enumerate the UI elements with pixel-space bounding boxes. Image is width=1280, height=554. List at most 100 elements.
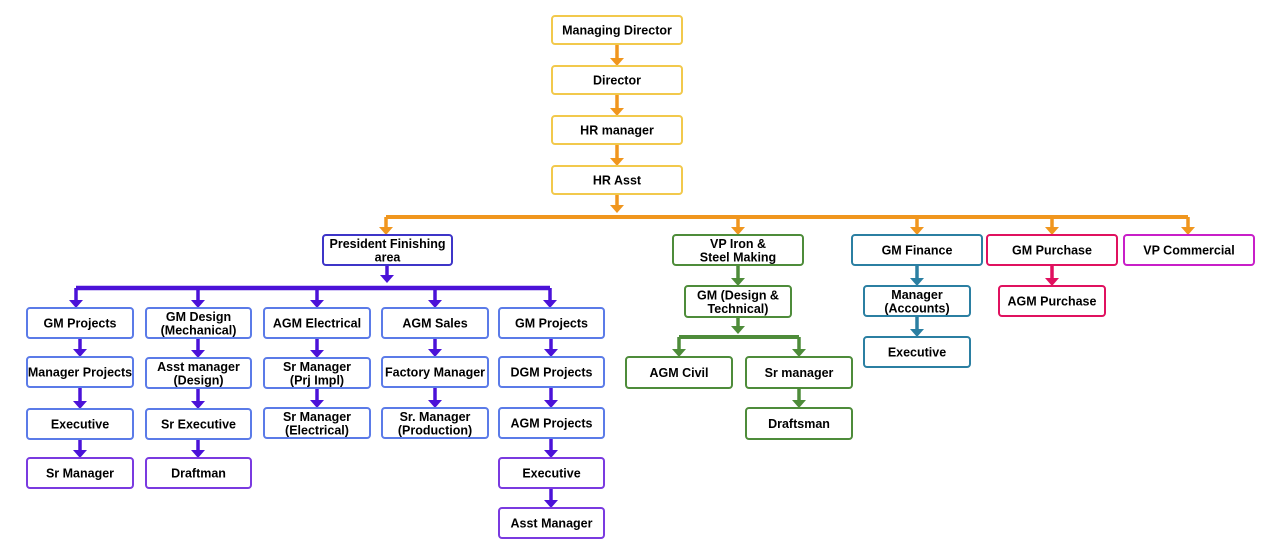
- node-box: [498, 507, 605, 539]
- node-box: [745, 407, 853, 440]
- node-box: [145, 457, 252, 489]
- connector-purple-drop-3-arrowhead: [310, 300, 324, 308]
- connector-bus-vp-commercial-arrowhead: [1181, 227, 1195, 235]
- node-label: Steel Making: [700, 250, 776, 264]
- node-box: [551, 15, 683, 45]
- node-label: Manager: [891, 288, 943, 302]
- node-box: [863, 336, 971, 368]
- node-label: Sr Manager: [283, 360, 351, 374]
- connector-hr-manager-hr-asst-arrowhead: [610, 158, 624, 166]
- node-label: VP Commercial: [1143, 244, 1234, 258]
- node-label: (Prj Impl): [290, 373, 344, 387]
- node-label: GM (Design &: [697, 288, 779, 302]
- connector-col5-d-arrowhead: [544, 500, 558, 508]
- node-box: [986, 234, 1118, 266]
- node-dgm-projects: DGM Projects: [498, 356, 605, 388]
- node-sr-manager-prj: Sr Manager(Prj Impl): [263, 357, 371, 389]
- node-manager-projects: Manager Projects: [26, 356, 134, 388]
- node-sr-executive: Sr Executive: [145, 408, 252, 440]
- connector-col2-c-arrowhead: [191, 450, 205, 458]
- node-box: [551, 65, 683, 95]
- node-label: VP Iron &: [710, 237, 766, 251]
- node-gm-finance: GM Finance: [851, 234, 983, 266]
- node-gm-design-mech: GM Design(Mechanical): [145, 307, 252, 339]
- node-executive-fin: Executive: [863, 336, 971, 368]
- node-label: Sr manager: [765, 366, 834, 380]
- node-agm-purchase: AGM Purchase: [998, 285, 1106, 317]
- node-label: Sr Manager: [46, 467, 114, 481]
- node-label: AGM Purchase: [1008, 295, 1097, 309]
- node-box: [498, 307, 605, 339]
- connector-gm-design-bus-arrowhead: [731, 326, 745, 334]
- connector-gm-purchase-agm-arrowhead: [1045, 278, 1059, 286]
- connector-purple-drop-4-arrowhead: [428, 300, 442, 308]
- node-box: [381, 356, 489, 388]
- node-box: [381, 307, 489, 339]
- node-box: [745, 356, 853, 389]
- node-box: [551, 115, 683, 145]
- connector-purple-drop-1-arrowhead: [69, 300, 83, 308]
- connector-manager-executive-arrowhead: [910, 329, 924, 337]
- node-box: [26, 356, 134, 388]
- node-label: GM Purchase: [1012, 244, 1092, 258]
- node-box: [263, 307, 371, 339]
- connector-col1-b-arrowhead: [73, 401, 87, 409]
- connector-col5-a-arrowhead: [544, 349, 558, 357]
- node-box: [551, 165, 683, 195]
- node-gm-projects-1: GM Projects: [26, 307, 134, 339]
- connector-col3-a-arrowhead: [310, 350, 324, 358]
- connector-col1-a-arrowhead: [73, 349, 87, 357]
- node-label: GM Projects: [515, 317, 588, 331]
- node-label: Director: [593, 74, 641, 88]
- connector-col5-c-arrowhead: [544, 450, 558, 458]
- node-label: Sr Executive: [161, 418, 236, 432]
- connector-md-director-arrowhead: [610, 58, 624, 66]
- node-label: GM Finance: [882, 244, 953, 258]
- connector-hr-asst-bus-arrowhead: [610, 205, 624, 213]
- node-box: [625, 356, 733, 389]
- node-asst-manager: Asst Manager: [498, 507, 605, 539]
- node-box: [263, 407, 371, 439]
- node-box: [26, 457, 134, 489]
- node-box: [145, 357, 252, 389]
- node-box: [26, 408, 134, 440]
- connector-green-drop-civil-arrowhead: [672, 349, 686, 357]
- node-sr-manager-elec: Sr Manager(Electrical): [263, 407, 371, 439]
- connector-bus-president-arrowhead: [379, 227, 393, 235]
- connector-bus-gm-purchase-arrowhead: [1045, 227, 1059, 235]
- connector-col2-b-arrowhead: [191, 401, 205, 409]
- node-box: [498, 407, 605, 439]
- node-box: [851, 234, 983, 266]
- node-label: Executive: [888, 346, 946, 360]
- node-box: [322, 234, 453, 266]
- node-box: [672, 234, 804, 266]
- connector-bus-gm-finance-arrowhead: [910, 227, 924, 235]
- node-agm-electrical: AGM Electrical: [263, 307, 371, 339]
- node-label: President Finishing: [330, 237, 446, 251]
- node-label: GM Design: [166, 310, 231, 324]
- node-box: [381, 407, 489, 439]
- connector-col3-b-arrowhead: [310, 400, 324, 408]
- node-box: [684, 285, 792, 318]
- connector-col5-b-arrowhead: [544, 400, 558, 408]
- node-hr-asst: HR Asst: [551, 165, 683, 195]
- node-label: Sr. Manager: [400, 410, 471, 424]
- node-label: Manager Projects: [28, 366, 132, 380]
- node-executive-2: Executive: [498, 457, 605, 489]
- node-factory-manager: Factory Manager: [381, 356, 489, 388]
- connector-col4-a-arrowhead: [428, 349, 442, 357]
- node-draftman: Draftman: [145, 457, 252, 489]
- node-box: [863, 285, 971, 317]
- node-box: [263, 357, 371, 389]
- node-box: [145, 307, 252, 339]
- node-label: Technical): [708, 302, 769, 316]
- connector-sr-manager-draftsman-arrowhead: [792, 400, 806, 408]
- connector-bus-vp-iron-arrowhead: [731, 227, 745, 235]
- node-label: AGM Projects: [511, 417, 593, 431]
- node-label: (Production): [398, 423, 472, 437]
- node-label: HR manager: [580, 124, 654, 138]
- node-label: AGM Electrical: [273, 317, 361, 331]
- node-vp-iron: VP Iron &Steel Making: [672, 234, 804, 266]
- node-label: Factory Manager: [385, 366, 485, 380]
